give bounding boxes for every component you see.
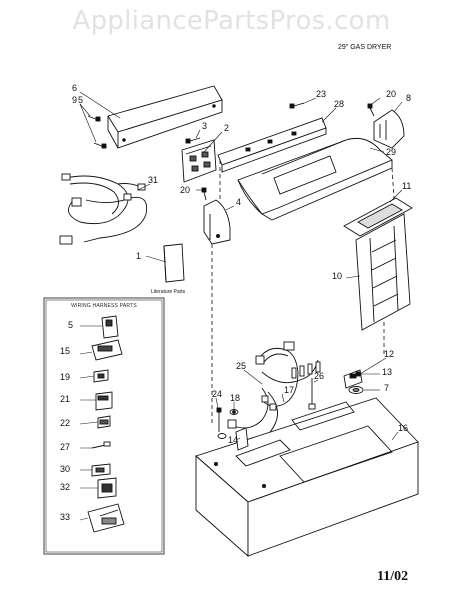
legend-item-21: 21 (60, 394, 71, 404)
callout-25: 25 (236, 361, 247, 371)
part-2-control-bracket (181, 139, 217, 183)
callout-23: 23 (316, 89, 327, 99)
legend-item-32: 32 (60, 482, 71, 492)
legend-item-19: 19 (60, 372, 71, 382)
callout-2: 2 (224, 123, 230, 133)
callout-6: 6 (72, 83, 78, 93)
callout-14: 14 (228, 435, 239, 445)
legend-item-5: 5 (68, 320, 74, 330)
callout-31: 31 (148, 175, 159, 185)
part-11-lint-screen (343, 197, 413, 237)
part-3-screw (185, 137, 201, 144)
callout-3: 3 (202, 121, 208, 131)
callout-26: 26 (314, 371, 325, 381)
callout-12: 12 (384, 349, 395, 359)
part-29-console (237, 137, 393, 221)
part-20-screw-left (201, 187, 207, 201)
part-6-rear-bracket (107, 85, 223, 149)
callout-leader-lines (79, 91, 403, 441)
legend-item-27: 27 (60, 442, 71, 452)
part-24-screw (216, 407, 227, 439)
part-18-grommet (229, 409, 239, 415)
part-14-bracket (235, 427, 249, 451)
callout-4: 4 (236, 197, 242, 207)
callout-11: 11 (402, 181, 412, 191)
legend-leader-lines (79, 325, 102, 521)
part-28-control-panel-strip (217, 117, 327, 173)
callout-1: 1 (136, 251, 142, 261)
part-9-screws (87, 115, 107, 149)
callout-17: 17 (284, 385, 295, 395)
part-23-screw (289, 102, 305, 109)
callout-10: 10 (332, 271, 343, 281)
callout-24: 24 (212, 389, 223, 399)
part-20-screw-top (367, 103, 375, 117)
legend-part-icons (87, 315, 125, 533)
part-10-lint-duct (355, 213, 411, 331)
part-16-top-panel (195, 397, 419, 557)
callout-8: 8 (406, 93, 412, 103)
part-26-wire-lead (308, 378, 316, 410)
callout-18: 18 (230, 393, 241, 403)
callout-13: 13 (382, 367, 393, 377)
part-1-literature (163, 243, 185, 283)
callout-20-top: 20 (386, 89, 397, 99)
callout-28: 28 (334, 99, 345, 109)
callout-29: 29 (386, 147, 397, 157)
legend-item-15: 15 (60, 346, 71, 356)
legend-item-33: 33 (60, 512, 71, 522)
callout-9: 9 (72, 95, 78, 105)
part-4-end-cap (203, 199, 231, 245)
callout-7: 7 (384, 383, 390, 393)
literature-caption: Literature Parts (151, 289, 186, 295)
part-7-foot-grommet (348, 386, 364, 394)
part-8-end-cap (373, 109, 405, 149)
revision-date: 11/02 (377, 569, 409, 584)
legend-item-30: 30 (60, 464, 71, 474)
dashed-assembly-lines (211, 160, 395, 424)
legend-title: WIRING HARNESS PARTS (71, 303, 137, 309)
part-25-main-harness (227, 341, 321, 433)
callout-5: 5 (78, 95, 84, 105)
part-31-wire-harness (59, 173, 148, 245)
callout-16: 16 (398, 423, 409, 433)
callout-20-left: 20 (180, 185, 191, 195)
legend-item-22: 22 (60, 418, 71, 428)
part-13-screw (355, 371, 361, 377)
watermark: AppliancePartsPros.com (72, 6, 391, 36)
diagram-subtitle: 29" GAS DRYER (338, 44, 392, 51)
